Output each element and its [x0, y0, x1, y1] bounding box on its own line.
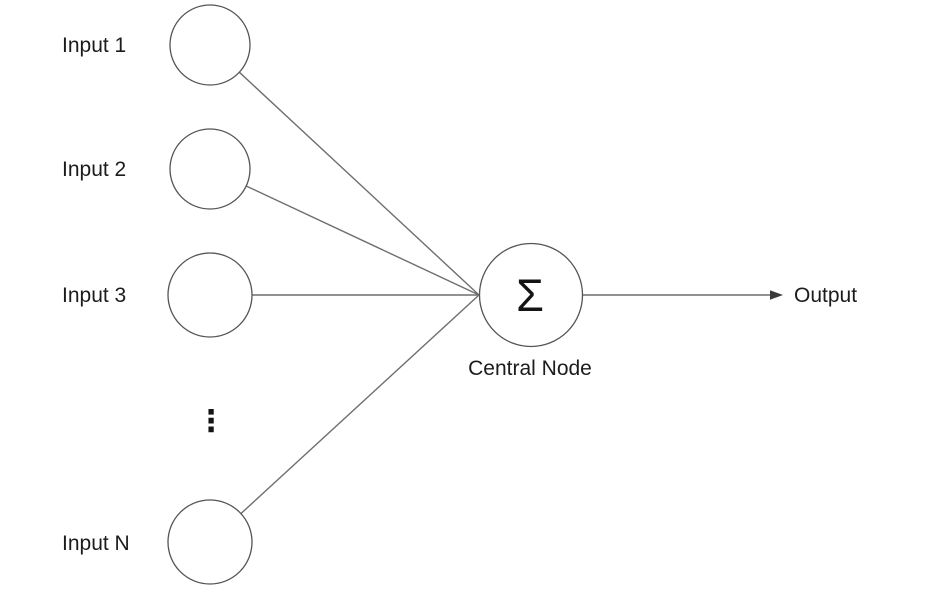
- input-3-label: Input 3: [62, 284, 126, 307]
- edge-input-n-central: [240, 294, 480, 515]
- input-1-label: Input 1: [62, 34, 126, 57]
- edge-input-2-central: [245, 185, 480, 296]
- central-node-label: Central Node: [468, 357, 592, 380]
- more-inputs-ellipsis: ⋮: [196, 404, 226, 439]
- input-n-label: Input N: [62, 532, 130, 555]
- input-3-node: [167, 252, 253, 338]
- input-2-node: [169, 128, 251, 210]
- arrowhead-icon: [770, 290, 783, 300]
- sum-sigma-symbol: Σ: [516, 270, 544, 321]
- output-label: Output: [794, 284, 857, 307]
- input-2-label: Input 2: [62, 158, 126, 181]
- edge-input-1-central: [238, 71, 480, 296]
- input-1-node: [169, 4, 251, 86]
- central-node: [478, 242, 584, 348]
- input-n-node: [167, 499, 253, 585]
